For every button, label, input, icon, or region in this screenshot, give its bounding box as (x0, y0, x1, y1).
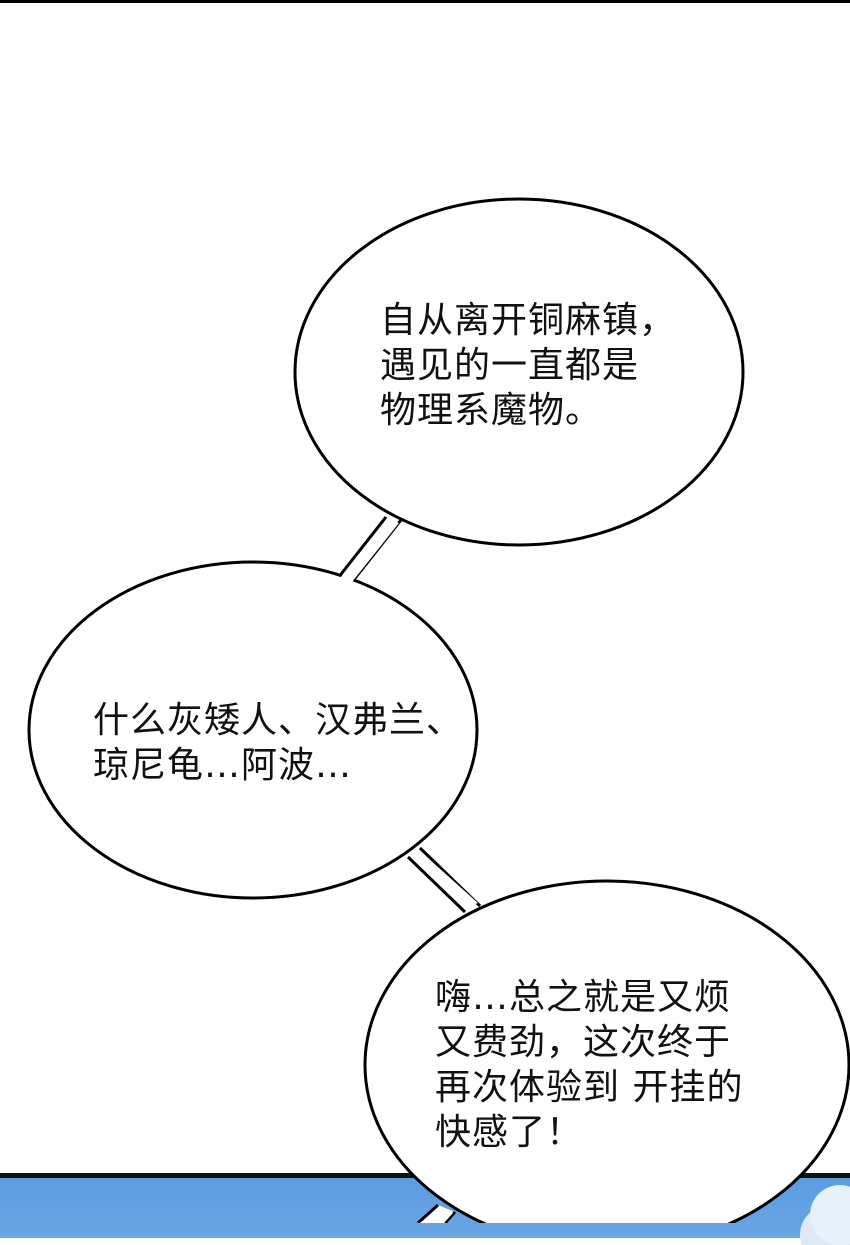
speech-bubble-1-text: 自从离开铜麻镇，遇见的一直都是物理系魔物。 (380, 298, 676, 433)
bubble-line: 自从离开铜麻镇， (380, 300, 677, 341)
speech-bubble-2-text: 什么灰矮人、汉弗兰、琼尼龟…阿波… (93, 698, 463, 788)
speech-bubble-2-shape (27, 560, 479, 900)
panel-top-border (0, 0, 850, 3)
speech-bubble-3-text: 嗨…总之就是又烦又费劲，这次终于再次体验到 开挂的快感了！ (435, 975, 743, 1155)
bubble-line: 再次体验到 开挂的 (435, 1067, 744, 1108)
speech-bubble-1-shape (293, 197, 745, 547)
bubble-line: 又费劲，这次终于 (435, 1022, 732, 1063)
bubble-line: 嗨…总之就是又烦 (435, 977, 732, 1018)
bubble-line: 快感了！ (435, 1112, 584, 1153)
speech-bubble-3-shape (363, 879, 850, 1223)
bubble-line: 什么灰矮人、汉弗兰、 (93, 700, 464, 741)
bubble-line: 物理系魔物。 (380, 390, 603, 431)
bubble-line: 遇见的一直都是 (380, 345, 640, 386)
bubble-line: 琼尼龟…阿波… (93, 745, 353, 786)
